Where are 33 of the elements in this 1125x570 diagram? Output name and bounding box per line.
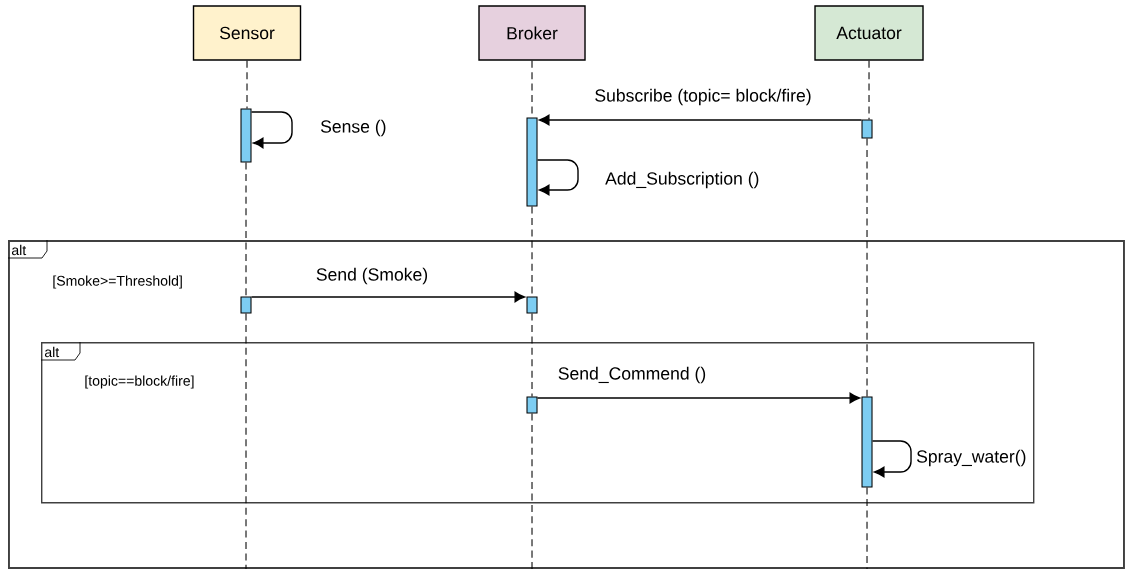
lifeline-head: Broker — [478, 5, 586, 61]
lifeline — [245, 313, 247, 570]
message-arrow — [250, 291, 525, 303]
lifeline — [531, 313, 533, 397]
message-label: Send (Smoke) — [316, 267, 428, 285]
lifeline — [866, 487, 868, 570]
guard-condition: [topic==block/fire] — [85, 375, 194, 389]
message-label: Subscribe (topic= block/fire) — [595, 88, 811, 106]
message-arrow — [539, 114, 863, 126]
activation-bar — [240, 296, 252, 314]
self-message-arrow — [536, 159, 579, 196]
self-message-arrow — [250, 111, 293, 149]
lifeline — [246, 60, 248, 109]
lifeline-head: Actuator — [814, 5, 924, 61]
guard-condition: [Smoke>=Threshold] — [53, 275, 182, 289]
lifeline — [531, 206, 533, 297]
activation-bar — [526, 117, 538, 207]
frame-tag: alt — [7, 239, 48, 259]
activation-bar — [526, 296, 538, 314]
message-arrow — [536, 392, 860, 404]
lifeline — [245, 162, 247, 297]
activation-bar — [240, 108, 252, 163]
frame-tag: alt — [40, 341, 81, 361]
message-label: Send_Commend () — [558, 366, 706, 384]
activation-bar — [526, 396, 538, 414]
message-label: Sense () — [320, 119, 386, 137]
message-label: Add_Subscription () — [605, 171, 759, 189]
self-message-arrow — [871, 440, 912, 478]
message-label: Spray_water() — [916, 449, 1026, 467]
lifeline — [866, 138, 868, 397]
lifeline-head: Sensor — [192, 5, 302, 61]
activation-bar — [861, 119, 873, 139]
activation-bar — [861, 396, 873, 488]
